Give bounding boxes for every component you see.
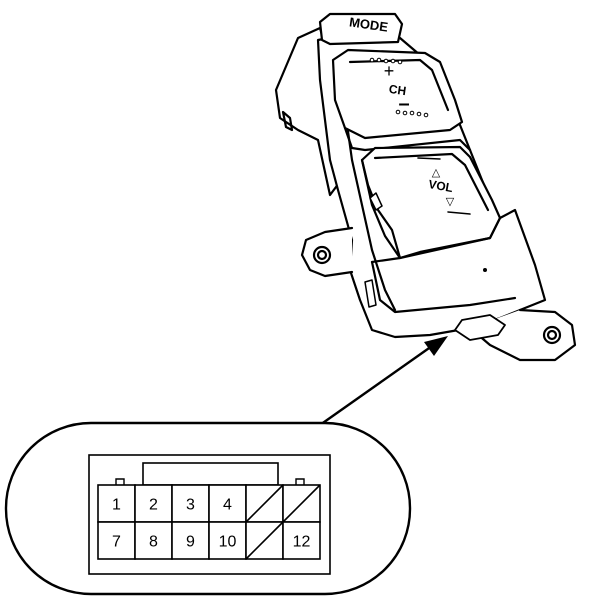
vol-label: VOL xyxy=(427,177,454,195)
connector-notch-left xyxy=(115,478,125,485)
vol-button-face xyxy=(373,152,490,212)
ch-minus-label: – xyxy=(398,93,409,115)
connector-latch xyxy=(142,462,279,486)
unused-terminal-slash xyxy=(282,484,321,523)
terminal-cell xyxy=(171,521,210,560)
connector-stub xyxy=(454,314,506,341)
connector-notch-right xyxy=(295,478,305,485)
terminal-cell xyxy=(134,521,173,560)
vol-button-side xyxy=(360,158,402,260)
lower-panel xyxy=(370,216,502,264)
housing-dot xyxy=(483,268,487,272)
unused-terminal-slash xyxy=(245,521,284,560)
side-tab xyxy=(369,192,383,211)
unused-terminal-slash xyxy=(245,484,284,523)
terminal-number: 7 xyxy=(112,534,121,551)
lower-panel-edge xyxy=(370,260,517,314)
right-mount-hole-inner xyxy=(546,329,558,341)
ch-button xyxy=(331,48,464,140)
terminal-cell xyxy=(97,521,136,560)
terminal-number: 10 xyxy=(219,534,237,551)
terminal-number: 4 xyxy=(223,497,232,514)
mode-button xyxy=(318,12,404,46)
vol-top-bar xyxy=(417,157,441,160)
leader-arrow xyxy=(309,336,448,433)
ch-plus-label: + xyxy=(384,61,395,81)
housing-step xyxy=(343,126,472,152)
left-mount-hole-inner xyxy=(316,249,328,261)
vol-down-icon: ▽ xyxy=(446,196,455,208)
terminal-cell xyxy=(208,484,247,523)
terminal-cell xyxy=(134,484,173,523)
terminal-number: 1 xyxy=(112,497,121,514)
ch-indicator-dots xyxy=(369,57,429,118)
ch-label: CH xyxy=(388,82,407,98)
arrow-head xyxy=(424,336,448,356)
terminal-cell xyxy=(282,521,321,560)
terminal-number: 2 xyxy=(149,497,158,514)
switch-assembly: MODE + CH – △ VOL ▽ xyxy=(274,12,577,362)
bracket-slot xyxy=(281,110,294,132)
left-clip xyxy=(364,279,377,308)
vol-up-icon: △ xyxy=(432,167,441,179)
arrow-line xyxy=(309,345,433,433)
vol-bottom-bar xyxy=(447,211,471,215)
terminal-number: 9 xyxy=(186,534,195,551)
terminal-number: 8 xyxy=(149,534,158,551)
terminal-number: 12 xyxy=(293,534,311,551)
terminal-number: 3 xyxy=(186,497,195,514)
mode-label: MODE xyxy=(348,14,389,34)
